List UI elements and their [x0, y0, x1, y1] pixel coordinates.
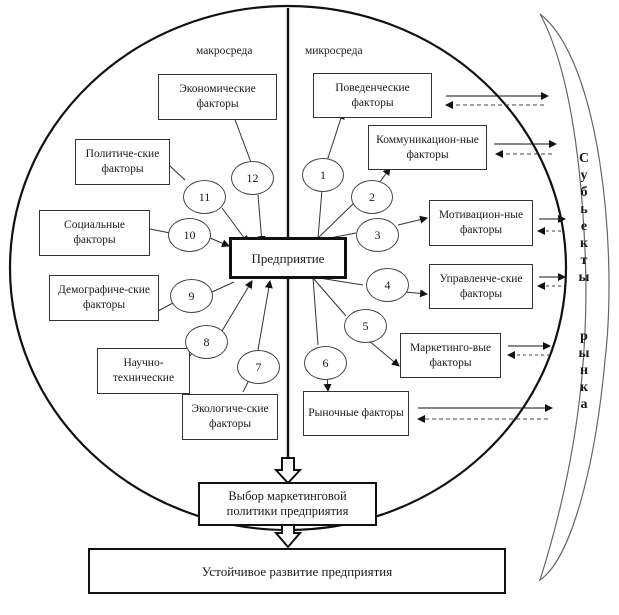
factor-box-marketing: Маркетинго-вые факторы: [400, 333, 501, 378]
factor-box-political: Политиче-ские факторы: [75, 139, 170, 185]
factor-number-9: 9: [170, 279, 213, 313]
enterprise-box: Предприятие: [229, 237, 347, 279]
factor-box-scientific-technical: Научно-технические: [97, 348, 190, 394]
macro-environment-label: макросреда: [196, 45, 253, 57]
factor-box-market: Рыночные факторы: [303, 391, 409, 436]
sustainable-development-box: Устойчивое развитие предприятия: [88, 548, 506, 594]
factor-number-4: 4: [366, 268, 409, 302]
factor-box-behavioral: Поведенческие факторы: [313, 73, 432, 118]
factor-number-12: 12: [231, 161, 274, 195]
factor-box-motivational: Мотивацион-ные факторы: [429, 200, 533, 246]
market-exchange-arrows: [417, 92, 566, 423]
factor-box-economic: Экономические факторы: [158, 74, 277, 120]
factor-number-8: 8: [185, 325, 228, 359]
factor-box-managerial: Управленче-ские факторы: [429, 264, 533, 309]
factor-number-1: 1: [302, 158, 344, 192]
factor-box-communication: Коммуникацион-ные факторы: [368, 125, 487, 170]
factor-number-5: 5: [344, 309, 387, 343]
factor-box-ecological: Экологиче-ские факторы: [182, 394, 278, 440]
factor-number-11: 11: [183, 180, 226, 214]
market-subjects-crescent: [538, 13, 610, 582]
block-arrow-down-1: [273, 457, 303, 485]
factor-number-10: 10: [168, 218, 211, 252]
factor-box-demographic: Демографиче-ские факторы: [49, 275, 159, 321]
micro-environment-label: микросреда: [305, 45, 363, 57]
factor-number-2: 2: [351, 180, 393, 214]
factor-number-3: 3: [356, 218, 399, 252]
marketing-policy-box: Выбор маркетинговой политики предприятия: [198, 482, 377, 526]
factor-number-7: 7: [237, 350, 280, 384]
factor-box-social: Социальные факторы: [39, 210, 150, 256]
factor-number-6: 6: [304, 346, 347, 380]
